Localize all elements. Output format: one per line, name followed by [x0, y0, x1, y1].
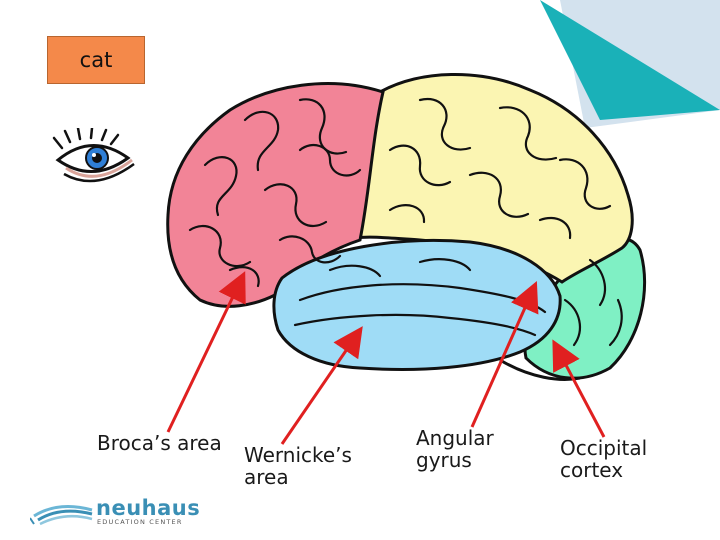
book-logo-icon	[30, 505, 93, 526]
occipital-arrow	[552, 339, 606, 438]
angular-gyrus-label: Angular gyrus	[416, 426, 494, 472]
angular-arrow	[470, 281, 539, 428]
corner-teal-triangle	[540, 0, 720, 120]
eye-icon	[52, 128, 135, 183]
corner-decoration	[540, 0, 720, 128]
logo-name: neuhaus	[96, 496, 201, 520]
wernicke-arrow	[280, 326, 363, 445]
frontal-lobe	[166, 82, 385, 308]
occipital-cortex-label: Occipital cortex	[560, 436, 648, 482]
broca-arrow	[166, 271, 246, 433]
broca-label: Broca’s area	[97, 431, 222, 455]
cat-word-label: cat	[79, 48, 113, 72]
logo-tagline: EDUCATION CENTER	[97, 518, 183, 526]
cat-word-box: cat	[47, 36, 145, 84]
wernicke-label: Wernicke’s area	[244, 443, 352, 489]
